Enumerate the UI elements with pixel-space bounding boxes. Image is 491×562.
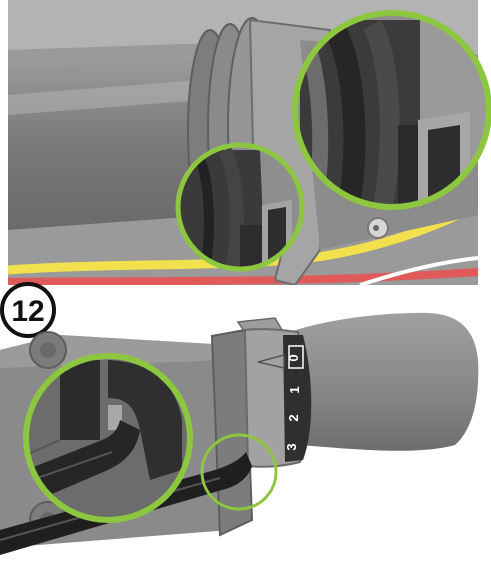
detail-circle-small-bottom [200,433,278,511]
dial-label-3: 3 [284,443,299,450]
highlight-ring [23,353,193,523]
dial-zero-highlight [288,345,304,369]
highlight-ring [175,142,305,272]
step-number-circle [0,282,56,338]
detail-circle-large-bottom [23,353,193,523]
handle [290,312,479,451]
detail-circle-small-top [175,142,305,272]
step-number: 12 [11,295,44,328]
dial-scale [283,335,312,462]
dial-labels: 0 1 2 3 [284,354,302,450]
screw-hole [373,225,379,231]
red-cable [8,268,478,285]
screw-boss [40,342,56,358]
pointer-arrow [257,354,285,369]
white-cable [359,256,478,285]
detail-circle-large-top [292,10,491,210]
tube-highlight [8,80,202,115]
dial-label-1: 1 [287,386,302,393]
dial-label-2: 2 [286,414,301,421]
highlight-ring [292,10,491,210]
dial-label-0: 0 [286,354,301,361]
step-number-badge: 12 [0,282,56,338]
